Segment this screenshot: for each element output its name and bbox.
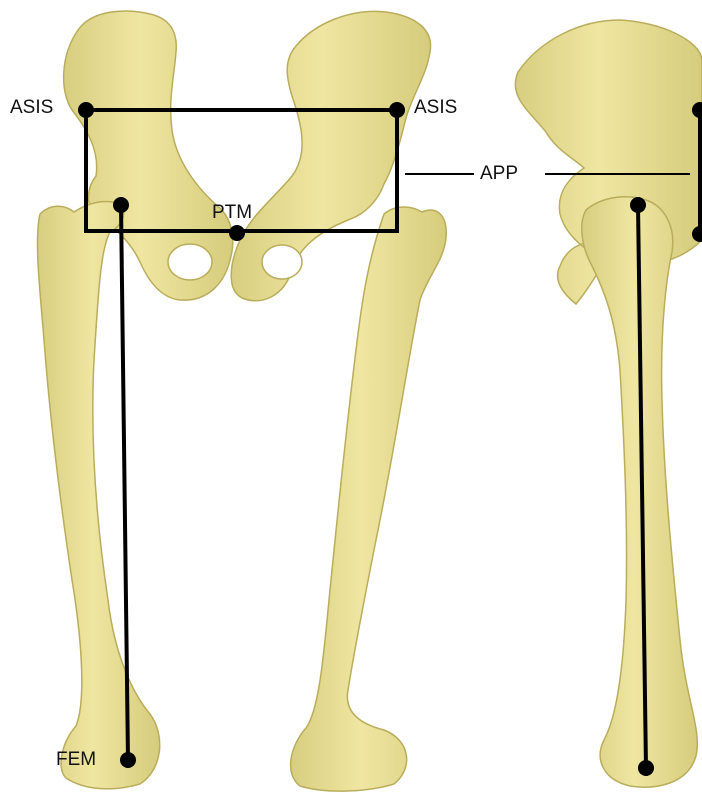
femoral-condyle-marker-side bbox=[638, 760, 654, 776]
left-femur bbox=[37, 202, 159, 789]
front-view bbox=[37, 11, 446, 791]
ptm-marker bbox=[229, 225, 245, 241]
asis-right-label: ASIS bbox=[414, 98, 457, 117]
right-obturator-foramen bbox=[262, 245, 302, 279]
side-view bbox=[515, 20, 702, 787]
fem-label: FEM bbox=[56, 750, 96, 769]
asis-left-marker bbox=[78, 102, 94, 118]
ptm-label: PTM bbox=[212, 203, 252, 222]
right-femur bbox=[291, 207, 447, 791]
fem-marker bbox=[120, 752, 136, 768]
femoral-head-marker-front bbox=[113, 197, 129, 213]
femoral-head-marker-side bbox=[630, 197, 646, 213]
left-obturator-foramen bbox=[168, 244, 212, 280]
asis-left-label: ASIS bbox=[10, 98, 53, 117]
asis-right-marker bbox=[389, 102, 405, 118]
app-label: APP bbox=[480, 164, 518, 183]
